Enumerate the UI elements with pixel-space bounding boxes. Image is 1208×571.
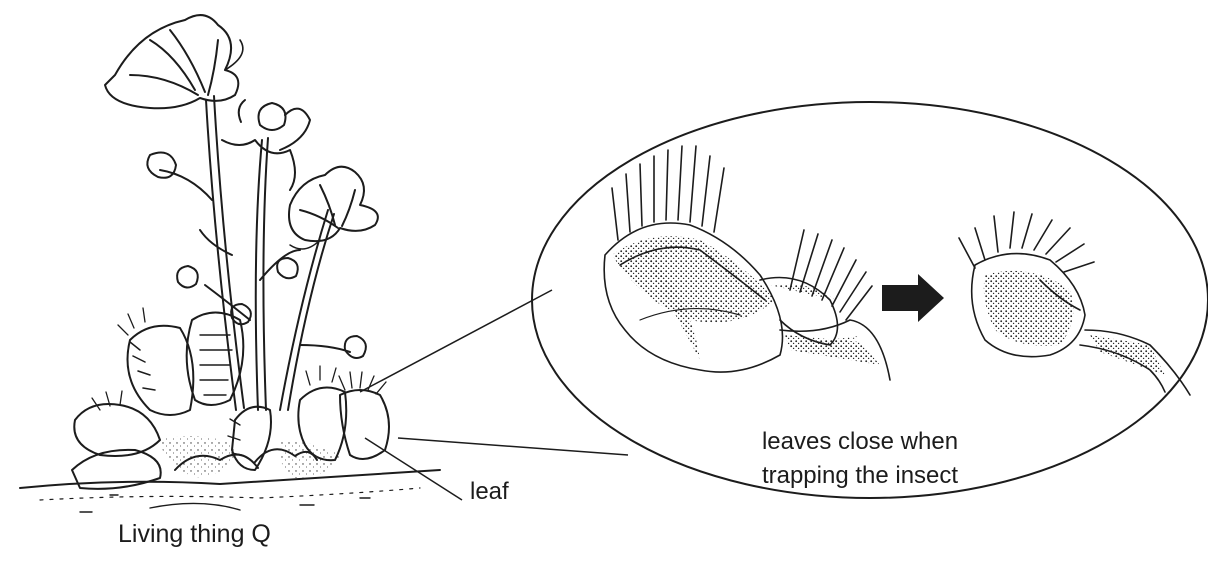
flower-right (289, 167, 378, 249)
flower-top (105, 15, 243, 108)
trap-caption-line-2: trapping the insect (700, 459, 1020, 493)
leaf-label: leaf (470, 478, 509, 506)
trap-caption: leaves close when trapping the insect (700, 425, 1020, 493)
flower-stalks (160, 96, 350, 410)
plant-drawing (20, 15, 440, 512)
closed-trap (959, 212, 1190, 395)
organism-label: Living thing Q (118, 520, 271, 549)
zoom-connectors (360, 290, 628, 455)
open-trap (604, 146, 890, 380)
arrow-icon (882, 274, 944, 322)
trap-caption-line-1: leaves close when (700, 425, 1020, 459)
